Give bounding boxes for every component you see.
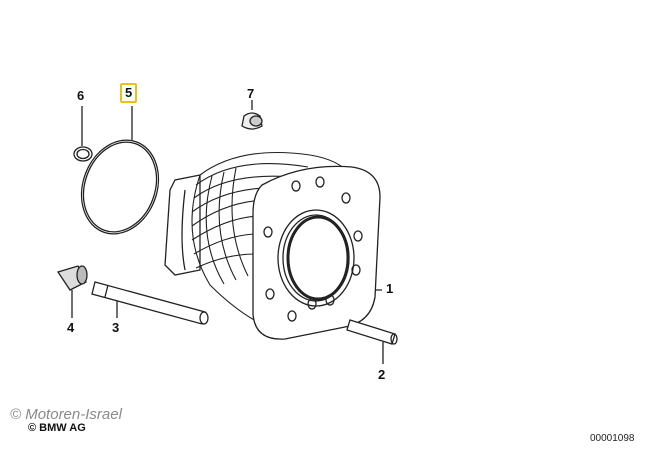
part-5-gasket-ring: [80, 139, 160, 235]
copyright: © BMW AG: [28, 422, 86, 434]
part-2-stud: [346, 319, 398, 345]
callout-4[interactable]: 4: [67, 320, 75, 335]
watermark: © Motoren-Israel: [10, 406, 122, 423]
part-7-cap-nut: [241, 112, 263, 130]
diagram-code: 00001098: [590, 433, 635, 444]
callout-3[interactable]: 3: [112, 320, 120, 335]
part-4-sleeve: [56, 265, 88, 291]
part-3-dowel-pin: [91, 281, 209, 325]
callout-7[interactable]: 7: [247, 86, 255, 101]
callout-6[interactable]: 6: [77, 88, 85, 103]
bolt-holes: [263, 176, 363, 322]
callout-1[interactable]: 1: [386, 281, 394, 296]
part-6-o-ring: [73, 146, 93, 162]
part-1-cylinder: [164, 151, 381, 340]
callout-2[interactable]: 2: [378, 367, 386, 382]
callout-5-selected[interactable]: 5: [120, 83, 138, 103]
